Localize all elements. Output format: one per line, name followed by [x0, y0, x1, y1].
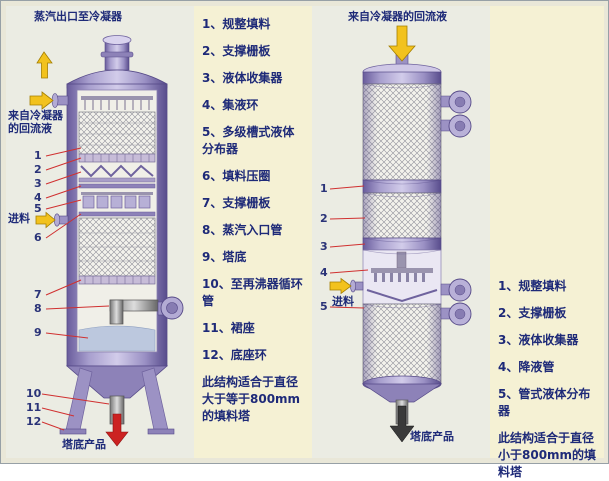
- feed-label: 进料: [332, 295, 354, 308]
- packing-section-bottom: [362, 303, 442, 385]
- callout-left-6: 6: [34, 231, 42, 244]
- bottom-liquid: [78, 325, 156, 352]
- right-tower-panel: 来自冷凝器的回流液 进料 塔底产品 1 2 3 4 5: [312, 6, 490, 458]
- callout-right-1: 1: [320, 182, 328, 195]
- legend-item-1: 1、规整填料: [202, 17, 271, 31]
- callout-leader-lines: [329, 185, 369, 309]
- reflux-label: 来自冷凝器的回流液: [8, 109, 63, 135]
- hold-down-ring: [78, 211, 156, 217]
- lower-side-flanges: [440, 278, 472, 326]
- vapor-up-arrow-icon: [36, 51, 53, 79]
- legend-item-4: 4、降液管: [498, 360, 555, 374]
- bottoms-down-arrow-icon: [105, 413, 129, 447]
- feed-nozzle: [350, 279, 364, 293]
- distributor-section: [362, 249, 442, 305]
- support-grid-upper: [78, 153, 156, 163]
- callout-right-3: 3: [320, 240, 328, 253]
- right-tower-art: [329, 25, 472, 443]
- callout-left-3: 3: [34, 177, 42, 190]
- left-tower-legend: 1、规整填料 2、支撑栅板 3、液体收集器 4、集液环 5、多级槽式液体分布器 …: [194, 6, 312, 458]
- packing-bed-lower: [78, 217, 156, 277]
- reboiler-nozzle-flange: [157, 296, 184, 320]
- left-tower-art: [29, 35, 184, 447]
- feed-label: 进料: [8, 212, 30, 225]
- trough-distributor: [81, 192, 153, 209]
- reflux-right-arrow-icon: [29, 91, 54, 110]
- callout-left-9: 9: [34, 326, 42, 339]
- callout-right-4: 4: [320, 266, 328, 279]
- reflux-label: 来自冷凝器的回流液: [348, 10, 447, 23]
- callout-leader-lines: [41, 147, 110, 431]
- callout-left-7: 7: [34, 288, 42, 301]
- legend-item-2: 2、支撑栅板: [202, 44, 271, 58]
- legend-item-7: 7、支撑栅板: [202, 196, 271, 210]
- legend-note-left-tower: 此结构适合于直径大于等于800mm的填料塔: [202, 375, 301, 423]
- legend-item-8: 8、蒸汽入口管: [202, 223, 283, 237]
- reflux-nozzle: [51, 93, 69, 108]
- legend-note-right-tower: 此结构适合于直径小于800mm的填料塔: [498, 431, 597, 479]
- vapor-outlet-nozzle: [100, 35, 134, 71]
- skirt: [65, 367, 169, 431]
- base-ring: [59, 428, 175, 435]
- bottoms-label: 塔底产品: [410, 430, 454, 443]
- bottom-cone: [65, 365, 169, 399]
- bottoms-label: 塔底产品: [62, 438, 106, 451]
- legend-item-5: 5、管式液体分布器: [498, 387, 591, 418]
- callout-left-4: 4: [34, 191, 42, 204]
- callout-left-2: 2: [34, 163, 42, 176]
- legend-item-11: 11、裙座: [202, 321, 255, 335]
- callout-left-8: 8: [34, 302, 42, 315]
- legend-item-5: 5、多级槽式液体分布器: [202, 125, 295, 156]
- callout-left-12: 12: [26, 415, 42, 428]
- callout-left-10: 10: [26, 387, 42, 400]
- vapor-outlet-label: 蒸汽出口至冷凝器: [34, 10, 122, 23]
- legend-item-10: 10、至再沸器循环管: [202, 277, 303, 308]
- upper-side-flanges: [440, 90, 472, 138]
- callout-right-2: 2: [320, 212, 328, 225]
- legend-item-3: 3、液体收集器: [202, 71, 283, 85]
- right-tower-legend: 1、规整填料 2、支撑栅板 3、液体收集器 4、降液管 5、管式液体分布器 此结…: [490, 6, 604, 479]
- liquid-collector: [78, 164, 156, 183]
- callout-left-1: 1: [34, 149, 42, 162]
- callout-left-11: 11: [26, 401, 42, 414]
- packing-section-middle: [362, 192, 442, 239]
- left-tower-panel: 蒸汽出口至冷凝器 来自冷凝器的回流液 进料 塔底产品 1 2 3 4 5 6 7…: [6, 6, 194, 458]
- bottoms-down-arrow-icon: [389, 405, 415, 443]
- legend-item-1: 1、规整填料: [498, 279, 567, 293]
- callout-right-5: 5: [320, 300, 328, 313]
- feed-right-arrow-icon: [35, 211, 56, 229]
- legend-item-6: 6、填料压圈: [202, 169, 271, 183]
- legend-item-4: 4、集液环: [202, 98, 259, 112]
- packing-bed-upper: [78, 111, 156, 155]
- reflux-down-arrow-icon: [388, 25, 416, 62]
- section-edges: [362, 83, 442, 309]
- legend-item-12: 12、底座环: [202, 348, 267, 362]
- bottom-head: [361, 375, 443, 425]
- top-head: [362, 63, 442, 85]
- legend-item-2: 2、支撑栅板: [498, 306, 567, 320]
- top-distributor: [81, 96, 153, 110]
- legend-item-3: 3、液体收集器: [498, 333, 579, 347]
- legend-item-9: 9、塔底: [202, 250, 247, 264]
- callout-left-5: 5: [34, 202, 42, 215]
- packing-section-top: [362, 83, 442, 181]
- feed-right-arrow-icon: [329, 277, 352, 295]
- collecting-ring: [78, 183, 156, 189]
- support-grid-lower: [78, 275, 156, 285]
